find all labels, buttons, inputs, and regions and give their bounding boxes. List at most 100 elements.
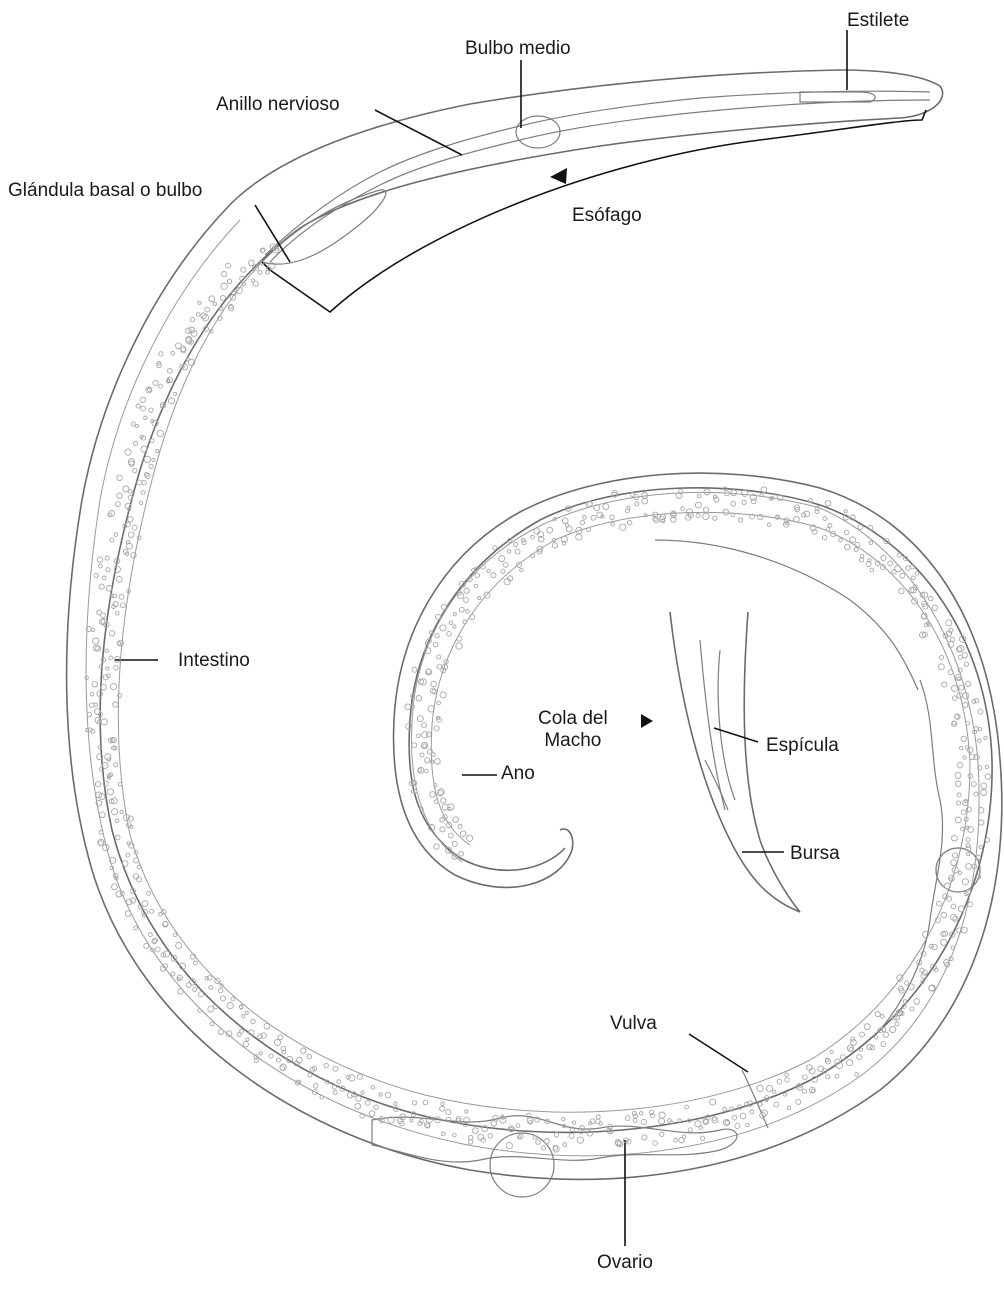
cell-dot	[460, 831, 466, 837]
cell-dot	[123, 549, 128, 554]
cell-dot	[92, 681, 98, 687]
cell-dot	[957, 801, 961, 805]
cell-dot	[507, 550, 510, 553]
cell-dot	[449, 621, 453, 625]
cell-dot	[844, 510, 847, 513]
cell-dot	[847, 1060, 853, 1066]
cell-dot	[703, 507, 708, 512]
cell-dot	[944, 883, 950, 889]
cell-dot	[94, 573, 98, 577]
cell-dot	[459, 851, 464, 856]
cell-dot	[974, 792, 978, 796]
cell-dot	[981, 783, 987, 789]
cell-dot	[583, 515, 587, 519]
cell-dot	[955, 781, 961, 787]
cell-dot	[936, 901, 941, 906]
cell-dot	[941, 912, 947, 918]
label-intestino: Intestino	[178, 650, 250, 672]
esofago-arrow	[550, 168, 567, 184]
cell-dot	[226, 263, 231, 268]
cell-dot	[577, 1137, 583, 1143]
cell-dot	[93, 638, 99, 644]
cell-dot	[534, 528, 540, 534]
cell-dot	[412, 667, 417, 672]
body-inner-contour	[67, 70, 1002, 1179]
cell-dot	[112, 884, 118, 890]
cell-dot	[668, 1119, 672, 1123]
label-esofago: Esófago	[572, 205, 642, 227]
cell-dot	[955, 772, 961, 778]
cell-dot	[423, 744, 427, 748]
cell-dot	[659, 1112, 665, 1118]
cell-dot	[940, 656, 944, 660]
cell-dot	[274, 1039, 280, 1045]
cell-dot	[412, 1101, 416, 1105]
cell-dot	[576, 534, 582, 540]
cell-dot	[422, 723, 427, 728]
cell-dot	[757, 1085, 763, 1091]
cell-dot	[213, 302, 217, 306]
cell-dot	[269, 1054, 273, 1058]
cell-dot	[416, 696, 422, 702]
cell-dot	[106, 568, 110, 572]
cell-dot	[126, 899, 132, 905]
cell-dot	[435, 759, 441, 765]
cell-dot	[142, 480, 147, 485]
cell-dot	[417, 716, 423, 722]
cell-dot	[544, 1139, 549, 1144]
cell-dot	[953, 916, 958, 921]
cell-dot	[105, 649, 109, 653]
cell-dot	[107, 789, 113, 795]
cell-dot	[308, 1073, 312, 1077]
cell-dot	[141, 446, 147, 452]
basal-gland-shape	[262, 190, 386, 264]
cell-dot	[773, 1090, 776, 1093]
cell-dot	[688, 1128, 692, 1132]
cell-dot	[174, 392, 177, 395]
cell-dot	[960, 747, 964, 751]
cell-dot	[929, 985, 935, 991]
cell-dot	[855, 1073, 859, 1077]
label-estilete: Estilete	[847, 10, 909, 32]
cell-dot	[137, 865, 140, 868]
cell-dot	[458, 825, 462, 829]
cell-dot	[787, 1106, 791, 1110]
cell-dot	[440, 818, 445, 823]
cell-dot	[880, 1015, 884, 1019]
cell-dot	[198, 1009, 202, 1013]
cell-dot	[113, 702, 118, 707]
intestine-line-outer	[118, 240, 970, 1112]
cell-dot	[112, 809, 118, 815]
cell-dot	[456, 643, 462, 649]
cell-dot	[739, 518, 743, 522]
cell-dot	[653, 1141, 658, 1146]
cell-dot	[133, 468, 137, 472]
cell-dot	[159, 384, 163, 388]
cell-dot	[437, 655, 441, 659]
cell-dot	[642, 498, 648, 504]
cell-dot	[950, 637, 954, 641]
cell-dot	[126, 853, 130, 857]
cell-dot	[357, 1074, 362, 1079]
cell-dot	[101, 613, 106, 618]
cell-dot	[685, 1105, 689, 1109]
cell-dot	[723, 1107, 727, 1111]
cell-dot	[220, 307, 223, 310]
cell-dot	[804, 511, 810, 517]
cell-dot	[562, 1118, 565, 1121]
cell-dot	[237, 1032, 241, 1036]
cell-dot	[109, 631, 114, 636]
cell-dot	[434, 726, 439, 731]
cell-dot	[826, 1075, 830, 1079]
cell-dot	[278, 1035, 283, 1040]
cell-dot	[105, 556, 109, 560]
cell-dot	[221, 272, 226, 277]
cell-dot	[783, 1093, 786, 1096]
cell-dot	[452, 841, 457, 846]
cell-dot	[137, 480, 142, 485]
cell-dot	[135, 424, 138, 427]
cell-dot	[587, 528, 591, 532]
cell-dot	[128, 517, 133, 522]
cell-dot	[750, 1110, 754, 1114]
cell-dot	[951, 904, 956, 909]
